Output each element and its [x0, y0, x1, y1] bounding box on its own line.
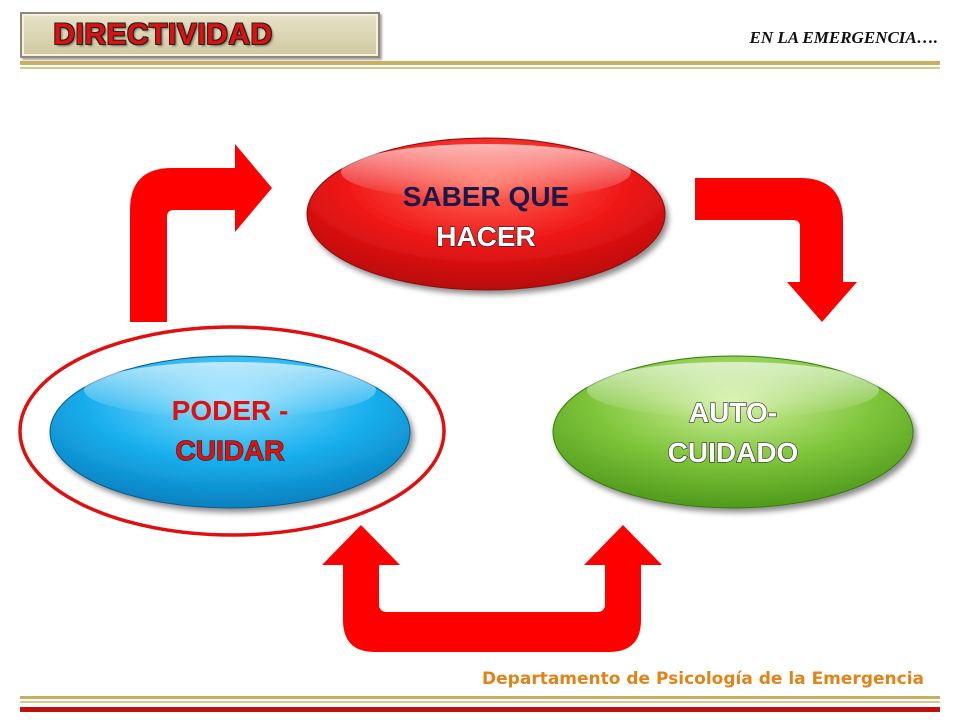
bottom-rule-gold-thin	[20, 701, 940, 703]
page-title: DIRECTIVIDAD	[53, 18, 273, 51]
node-left-line2: CUIDAR	[176, 435, 285, 466]
node-gloss	[587, 362, 879, 418]
top-rule-thick	[20, 61, 940, 65]
arrow-left-to-top	[130, 144, 272, 322]
node-right-line2: CUIDADO	[668, 437, 799, 468]
bottom-rule-gold	[20, 696, 940, 699]
node-top-line1: SABER QUE	[403, 181, 569, 212]
node-gloss	[84, 362, 376, 418]
arrow-right-to-left	[322, 525, 662, 652]
node-top-line2: HACER	[436, 221, 536, 252]
page-subtitle: EN LA EMERGENCIA….	[749, 28, 938, 47]
footer-department: Departamento de Psicología de la Emergen…	[482, 669, 924, 689]
top-rule-thin	[20, 67, 940, 69]
node-gloss	[341, 144, 631, 200]
bottom-rule-red	[20, 707, 940, 712]
node-left-line1: PODER -	[172, 395, 289, 426]
arrow-top-to-right	[695, 178, 857, 322]
highlight-ring	[18, 325, 446, 537]
node-right-line1: AUTO-	[689, 397, 777, 428]
title-box	[20, 12, 380, 58]
